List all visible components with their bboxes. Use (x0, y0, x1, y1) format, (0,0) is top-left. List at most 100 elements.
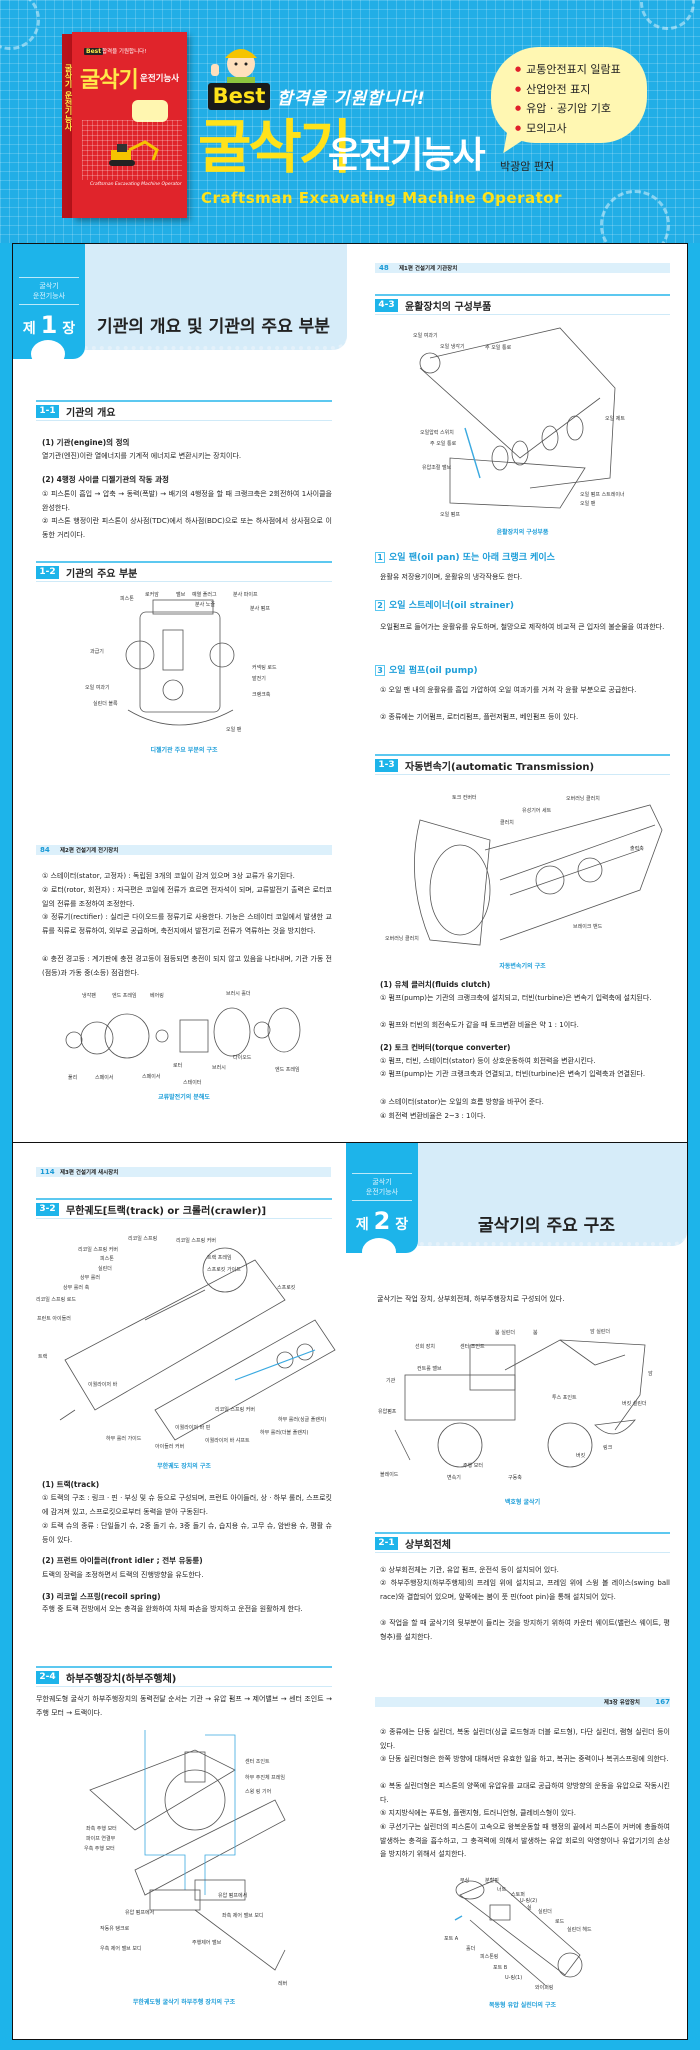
diagram-label: 리코일 스프링 커버 (176, 1238, 216, 1244)
diagram-label: 실린더 (538, 1909, 552, 1915)
subheading: (2) 토크 컨버터(torque converter) (380, 1043, 511, 1052)
feature-item: 산업안전 표지 (515, 80, 621, 100)
excavator-icon (31, 340, 65, 368)
list-item: ④ 충전 경고등 : 계기판에 충전 경고등이 점등되면 충전이 되지 않고 있… (42, 955, 332, 977)
diagram-label: 구동축 (508, 1475, 522, 1481)
chapter-tab: 굴삭기 운전기능사 제 2 장 (346, 1143, 418, 1253)
diagram-label: 하부 롤러 가이드 (106, 1436, 142, 1442)
diagram-label: 오일 여과기 (413, 333, 438, 339)
chapter-series-sub: 운전기능사 (32, 292, 66, 300)
diagram-label: 우측 주행 모터 (84, 1846, 115, 1852)
hero-banner: 굴삭기 운전기능사 Best 합격을 기원합니다! 굴삭기 운전기능사 Craf… (0, 0, 700, 260)
diagram-label: 로드 (555, 1919, 565, 1925)
diagram-label: 분사 노즐 (195, 602, 215, 608)
diagram-label: 트랙 프레임 (207, 1255, 232, 1261)
chapter-number: 제 2 장 (355, 1207, 409, 1235)
list-item: ③ 스테이터(stator)는 오일의 흐름 방향을 바꾸어 준다. (380, 1098, 544, 1106)
diagram-label: 투스 포인트 (552, 1395, 577, 1401)
excavator-icon (109, 140, 159, 166)
feature-speech-bubble: 교통안전표지 일람표 산업안전 표지 유압 · 공기압 기호 모의고사 (491, 47, 647, 143)
diagram-label: 좌측 주행 모터 (86, 1826, 117, 1832)
chapter-header (418, 1143, 687, 1246)
diagram-label: 스페이서 (142, 1074, 161, 1080)
chapter-tab: 굴삭기 운전기능사 제 1 장 (13, 244, 85, 359)
diagram-label: 크랭크축 (252, 692, 271, 698)
diagram-label: 유압펌프 (378, 1409, 397, 1415)
diagram-label: 오일 팬 (226, 727, 242, 733)
figure-caption: 디젤기관 주요 부분의 구조 (150, 747, 218, 754)
figure-caption: 복동형 유압 실린더의 구조 (489, 2002, 556, 2009)
backhoe-excavator-diagram (394, 1339, 646, 1468)
diagram-label: 상부 롤러 축 (63, 1285, 90, 1291)
subheading: (3) 리코일 스프링(recoil spring) (42, 1592, 161, 1601)
diagram-label: 리코일 스프링 커버 (78, 1247, 118, 1253)
lubrication-system-diagram (419, 327, 616, 509)
figure-caption: 무한궤도형 굴삭기 하부주행 장치의 구조 (132, 1999, 236, 2006)
diagram-label: 하부 롤러(싱글 플랜지) (278, 1417, 327, 1423)
body-text: 오일펌프로 들어가는 윤활유를 유도하며, 철망으로 제작하여 비교적 큰 입자… (380, 623, 665, 631)
chapter-series: 굴삭기 (39, 282, 59, 290)
diagram-label: 냉각팬 (82, 993, 96, 999)
diagram-label: 클러치 (500, 820, 514, 826)
diesel-engine-diagram (125, 599, 235, 726)
hydraulic-cylinder-diagram (454, 1879, 583, 1986)
diagram-label: 스윙 링 기어 (245, 1789, 272, 1795)
diagram-label: 분사 파이프 (233, 592, 258, 598)
list-item: ① 펌프, 터빈, 스테이터(stator) 등이 상호운동하여 회전력을 변환… (380, 1057, 596, 1065)
diagram-label: 유성기어 세트 (522, 808, 552, 814)
book-bubble (132, 100, 168, 122)
diagram-label: 주 오일 통로 (430, 441, 457, 447)
list-item: ① 상부회전체는 기관, 유압 펌프, 운전석 등이 설치되어 있다. (380, 1566, 559, 1574)
diagram-label: 레버 (278, 1981, 288, 1987)
gear-icon (640, 0, 695, 30)
hero-title-main: 굴삭기 (198, 113, 352, 181)
diagram-label: 발전기 (252, 676, 266, 682)
sample-page-sheet-bottom (12, 1142, 688, 2040)
diagram-label: 피스톤 (120, 596, 134, 602)
hero-author: 박광암 편저 (500, 160, 555, 173)
diagram-label: 기관 (386, 1378, 396, 1384)
diagram-label: 링크 (603, 1445, 613, 1451)
diagram-label: 암 (648, 1371, 653, 1377)
diagram-label: 선회 장치 (415, 1344, 435, 1350)
diagram-label: 붐 실린더 (495, 1330, 515, 1336)
diagram-label: 스프로킷 (277, 1285, 296, 1291)
list-item: ② 종류에는 단동 실린더, 복동 실린더(싱글 로드형과 더블 로드형), 다… (380, 1728, 670, 1750)
diagram-label: 실 (527, 1905, 532, 1911)
list-item: ④ 회전력 변환비율은 2~3 : 1이다. (380, 1112, 486, 1120)
diagram-label: 피스톤 (100, 1256, 114, 1262)
diagram-label: 컨트롤 밸브 (417, 1366, 442, 1372)
diagram-label: 리코일 스프링 (128, 1236, 158, 1242)
diagram-label: 아이들러 커버 (155, 1444, 185, 1450)
diagram-label: 센터 조인트 (460, 1344, 485, 1350)
diagram-label: 트랙 (38, 1354, 48, 1360)
chapter-number: 제 1 장 (22, 311, 76, 339)
alternator-exploded-diagram (65, 1007, 301, 1059)
diagram-label: 스페이서 (95, 1075, 114, 1081)
diagram-label: 브러시 홀더 (226, 991, 251, 997)
diagram-label: 과급기 (90, 649, 104, 655)
diagram-label: 브러시 (212, 1065, 226, 1071)
diagram-label: 스프로킷 가이드 (207, 1267, 241, 1273)
diagram-label: 오일 팬 (580, 501, 596, 507)
chapter-series-sub: 운전기능사 (365, 1188, 399, 1196)
diagram-label: 오일 제트 (605, 416, 625, 422)
book-spine-title: 굴삭기 운전기능사 (64, 64, 73, 131)
diagram-label: 블레이드 (380, 1472, 399, 1478)
diagram-label: 출력축 (630, 846, 644, 852)
diagram-label: U-링(2) (520, 1898, 538, 1904)
chapter-series: 굴삭기 (372, 1178, 392, 1186)
diagram-label: 프런트 아이들러 (37, 1316, 71, 1322)
diagram-label: 붐 (533, 1330, 538, 1336)
diagram-label: 파이프 연결부 (86, 1836, 116, 1842)
diagram-label: 오버러닝 클러치 (566, 796, 600, 802)
diagram-label: 주행 모터 (463, 1463, 483, 1469)
diagram-label: U-링(1) (505, 1975, 523, 1981)
body-text: ① 피스톤이 흡입 → 압축 → 동력(폭발) → 배기의 4행정을 할 때 크… (42, 490, 332, 512)
